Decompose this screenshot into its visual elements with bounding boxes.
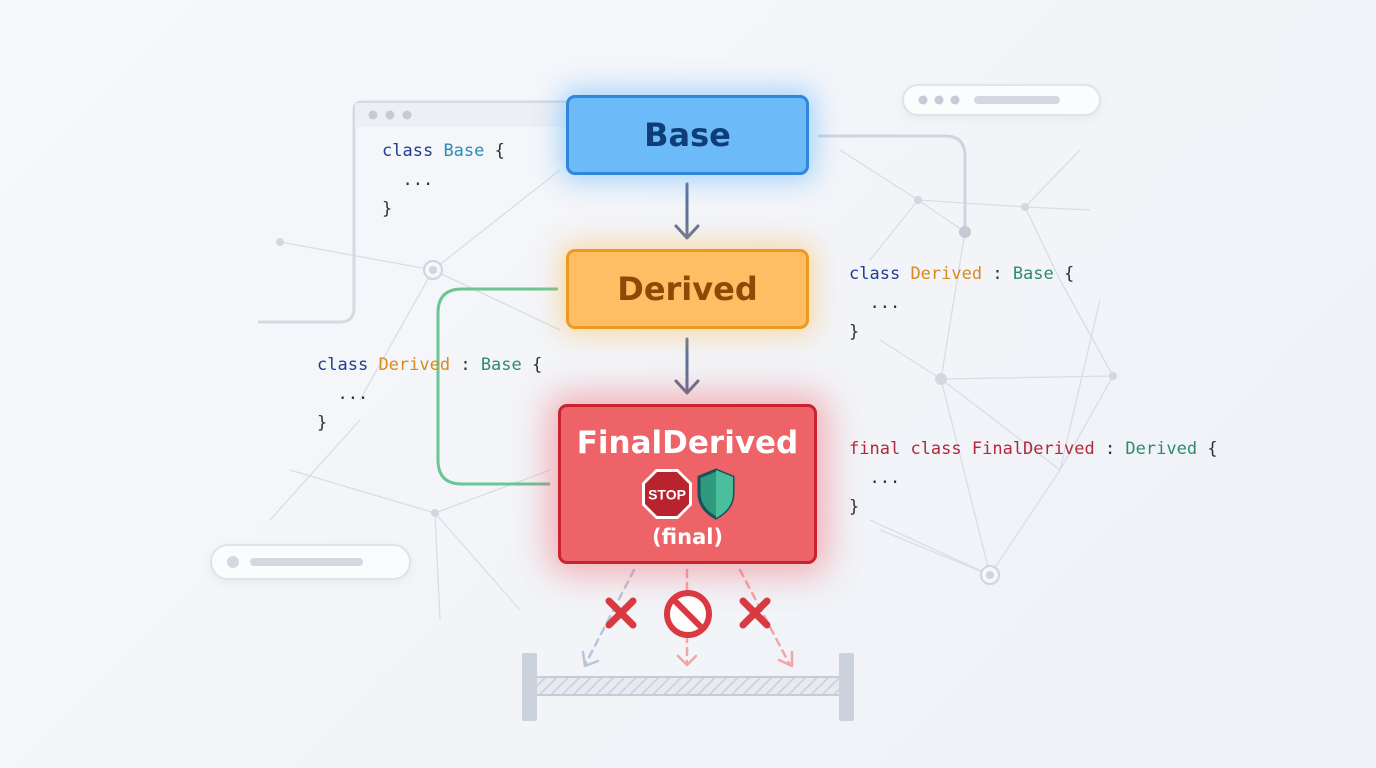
- code-keyword: class: [382, 141, 434, 161]
- code-brace: {: [1197, 439, 1218, 459]
- prohibited-icon: [664, 590, 712, 638]
- code-brace: {: [1053, 264, 1075, 284]
- decorative-search-bar: [210, 544, 411, 580]
- code-body: ...: [849, 468, 901, 488]
- code-brace: }: [849, 322, 860, 342]
- code-snippet-base: class Base { ... }: [382, 137, 505, 224]
- code-brace: }: [317, 413, 328, 433]
- code-body: ...: [317, 384, 369, 404]
- class-node-label: FinalDerived: [576, 425, 799, 461]
- code-class-name: FinalDerived: [971, 439, 1095, 459]
- class-node-derived: Derived: [566, 249, 809, 329]
- class-node-label: Base: [644, 116, 731, 154]
- code-parent-name: Base: [1012, 264, 1054, 284]
- code-keyword: class: [849, 264, 901, 284]
- blocked-x-icon: [605, 597, 637, 629]
- code-class-name: Base: [443, 141, 485, 161]
- code-snippet-final: final class FinalDerived : Derived { ...…: [849, 435, 1218, 522]
- code-brace: }: [382, 199, 393, 219]
- code-body: ...: [382, 170, 434, 190]
- code-keyword: class: [910, 439, 962, 459]
- shield-icon: [697, 468, 734, 520]
- code-separator: :: [450, 355, 481, 375]
- code-brace: }: [849, 497, 860, 517]
- blocked-x-icon: [739, 597, 771, 629]
- final-icons: STOP: [640, 467, 736, 521]
- class-node-final-derived: FinalDerived STOP (final): [558, 404, 817, 564]
- code-class-name: Derived: [378, 355, 451, 375]
- code-separator: :: [1094, 439, 1126, 459]
- code-parent-name: Base: [480, 355, 522, 375]
- final-note: (final): [651, 525, 724, 549]
- class-node-base: Base: [566, 95, 809, 175]
- decorative-address-bar: [902, 84, 1101, 116]
- class-node-label: Derived: [617, 270, 758, 308]
- code-snippet-derived-right: class Derived : Base { ... }: [849, 260, 1074, 347]
- stop-sign-text: STOP: [648, 487, 686, 503]
- code-brace: {: [484, 141, 505, 161]
- code-brace: {: [521, 355, 543, 375]
- code-class-name: Derived: [910, 264, 983, 284]
- code-snippet-derived-left: class Derived : Base { ... }: [317, 351, 542, 438]
- code-keyword: class: [317, 355, 369, 375]
- code-separator: :: [982, 264, 1013, 284]
- code-parent-name: Derived: [1125, 439, 1198, 459]
- code-final-keyword: final: [849, 439, 901, 459]
- stop-sign-icon: STOP: [641, 469, 692, 519]
- code-body: ...: [849, 293, 901, 313]
